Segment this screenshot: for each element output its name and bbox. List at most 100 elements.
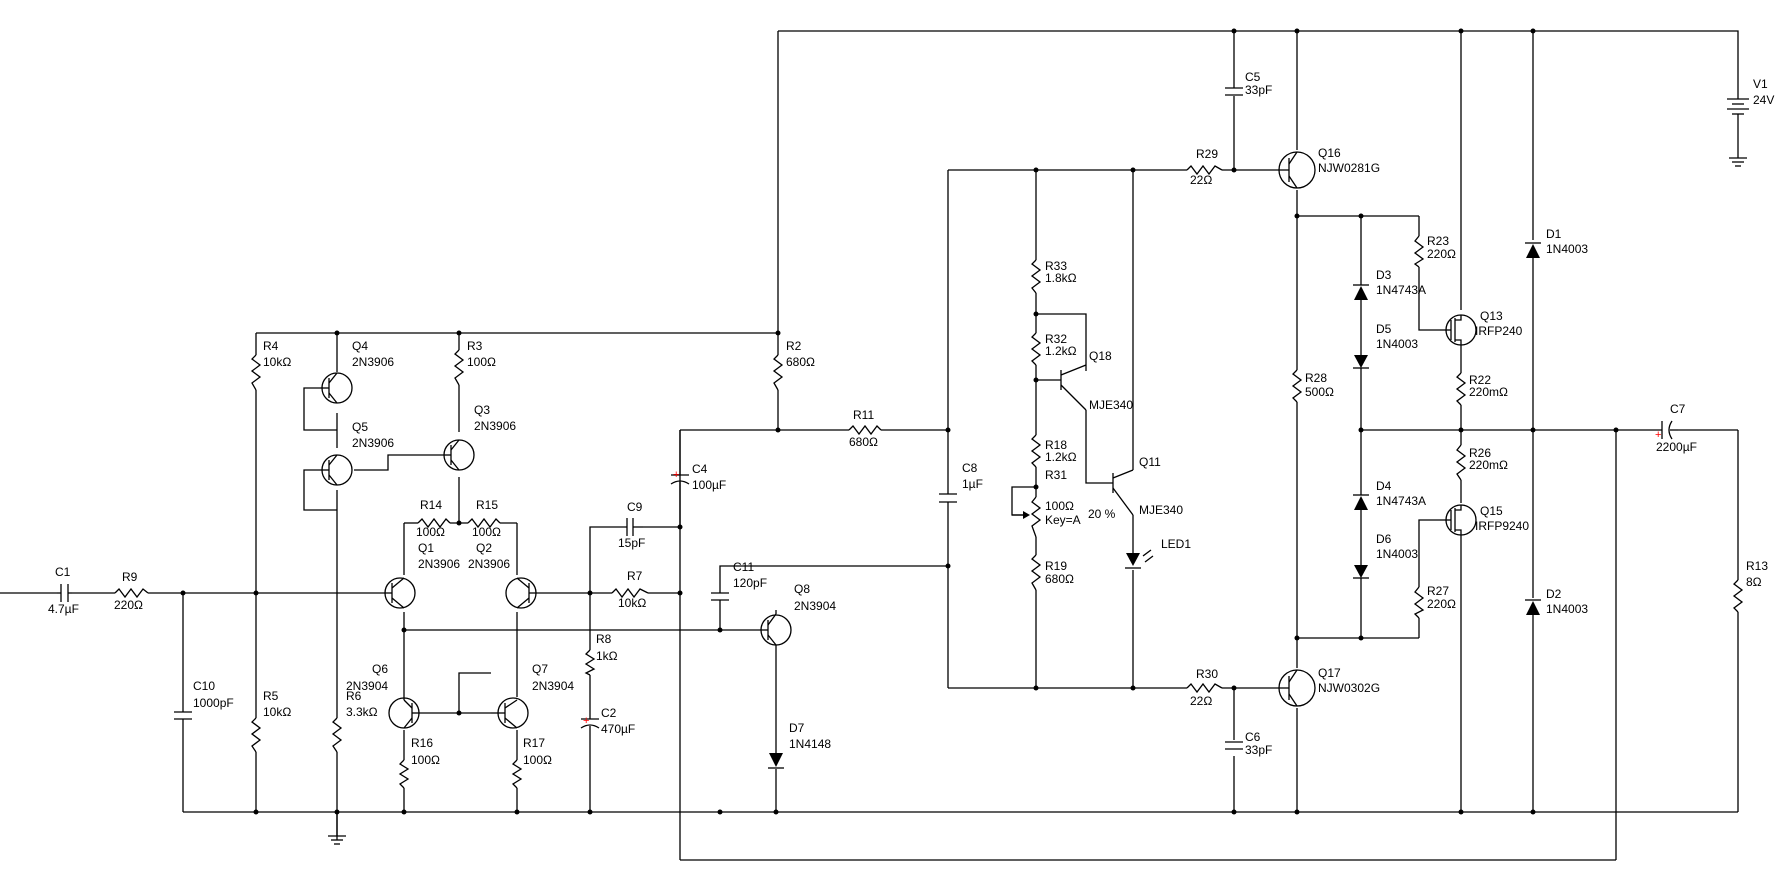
resistor-R7 <box>611 587 649 599</box>
label-ref: D4 <box>1376 479 1392 493</box>
label-value: 1000pF <box>193 696 234 710</box>
label-ref: R4 <box>263 339 279 353</box>
svg-text:+: + <box>583 715 589 727</box>
resistor-R2 <box>772 354 784 391</box>
capacitor-C5 <box>1225 58 1243 96</box>
label-value: 1.8kΩ <box>1045 271 1077 285</box>
resistor-R27 <box>1413 586 1425 619</box>
label-value: 1N4003 <box>1376 337 1418 351</box>
transistor-Q8 <box>760 613 792 646</box>
resistor-R4 <box>250 354 262 391</box>
label-value: 1N4003 <box>1546 242 1588 256</box>
label-ref: C6 <box>1245 730 1261 744</box>
label-ref: R2 <box>786 339 802 353</box>
resistor-R26 <box>1455 444 1467 481</box>
label-value: MJE340 <box>1139 503 1183 517</box>
diode-D7 <box>768 753 784 769</box>
resistor-R18 <box>1030 434 1042 468</box>
transistor-Q1 <box>384 577 416 609</box>
label-ref: Q13 <box>1480 309 1503 323</box>
label-ref: R3 <box>467 339 483 353</box>
label-value: 2200µF <box>1656 440 1697 454</box>
label-value: 3.3kΩ <box>346 705 378 719</box>
symbols <box>57 28 1749 845</box>
capacitor-C8 <box>939 493 957 506</box>
transistor-Q17 <box>1278 669 1316 707</box>
label-value: 1.2kΩ <box>1045 450 1077 464</box>
resistor-R6 <box>331 717 343 753</box>
label-value: 120pF <box>733 576 767 590</box>
label-ref: C4 <box>692 462 708 476</box>
label-ref: R16 <box>411 736 433 750</box>
label-key: Key=A <box>1045 513 1081 527</box>
svg-text:+: + <box>1655 429 1661 441</box>
capacitor-C6 <box>1225 741 1243 750</box>
label-ref: R33 <box>1045 259 1067 273</box>
label-value: 220Ω <box>1427 247 1456 261</box>
diode-D2 <box>1525 599 1541 615</box>
transistor-Q16 <box>1278 151 1316 189</box>
label-value: IRFP9240 <box>1475 519 1529 533</box>
label-value: 2N3906 <box>468 557 510 571</box>
label-value: 680Ω <box>849 435 878 449</box>
resistor-R5 <box>250 717 262 753</box>
label-ref: C10 <box>193 679 215 693</box>
label-ref: LED1 <box>1161 537 1191 551</box>
label-ref: R19 <box>1045 559 1067 573</box>
resistor-R19 <box>1030 554 1042 591</box>
label-value: 680Ω <box>786 355 815 369</box>
label-ref: R13 <box>1746 559 1768 573</box>
label-ref: Q1 <box>418 541 434 555</box>
label-ref: D6 <box>1376 532 1392 546</box>
resistor-R31 <box>1030 496 1042 538</box>
label-ref: R7 <box>627 569 643 583</box>
label-ref: Q17 <box>1318 666 1341 680</box>
transistor-Q2 <box>505 577 537 609</box>
wires <box>0 30 1739 861</box>
label-ref: R29 <box>1196 147 1218 161</box>
capacitor-C10 <box>174 711 192 724</box>
label-ref: R15 <box>476 498 498 512</box>
resistor-R11 <box>848 424 882 436</box>
label-ref: C11 <box>733 560 754 574</box>
label-ref: C8 <box>962 461 978 475</box>
label-ref: C7 <box>1670 402 1686 416</box>
ground-icon <box>328 835 346 845</box>
label-percent: 20 % <box>1088 507 1116 521</box>
label-ref: Q4 <box>352 339 368 353</box>
label-ref: D1 <box>1546 227 1562 241</box>
label-ref: R9 <box>122 570 138 584</box>
capacitor-C2 <box>580 710 600 735</box>
label-ref: Q3 <box>474 403 490 417</box>
label-value: 10kΩ <box>263 355 291 369</box>
label-ref: R22 <box>1469 373 1491 387</box>
label-value: 24V <box>1753 93 1774 107</box>
label-ref: R6 <box>346 689 362 703</box>
transistor-Q7 <box>491 697 529 729</box>
battery-V1 <box>1727 88 1749 122</box>
label-value: IRFP240 <box>1475 324 1523 338</box>
resistor-R33 <box>1030 259 1042 294</box>
resistor-R9 <box>114 587 149 599</box>
label-value: 10kΩ <box>263 705 291 719</box>
label-ref: C5 <box>1245 70 1261 84</box>
label-ref: Q11 <box>1139 455 1161 469</box>
labels: C1 4.7µF R9 220Ω C10 1000pF R4 10kΩ R5 1… <box>48 70 1774 767</box>
label-value: 2N3906 <box>352 436 394 450</box>
label-value: 15pF <box>618 536 645 550</box>
junctions <box>180 28 1619 815</box>
diode-D3 <box>1353 284 1369 300</box>
label-ref: D2 <box>1546 587 1562 601</box>
label-ref: C1 <box>55 565 71 579</box>
label-ref: R32 <box>1045 332 1067 346</box>
label-value: 470µF <box>601 722 635 736</box>
label-value: 680Ω <box>1045 572 1074 586</box>
resistor-R15 <box>467 517 501 529</box>
label-value: 2N3904 <box>532 679 574 693</box>
label-ref: Q7 <box>532 662 548 676</box>
label-value: 1N4743A <box>1376 283 1426 297</box>
label-ref: D3 <box>1376 268 1392 282</box>
label-value: NJW0302G <box>1318 681 1380 695</box>
capacitor-C1 <box>57 584 72 602</box>
label-ref: R23 <box>1427 234 1449 248</box>
